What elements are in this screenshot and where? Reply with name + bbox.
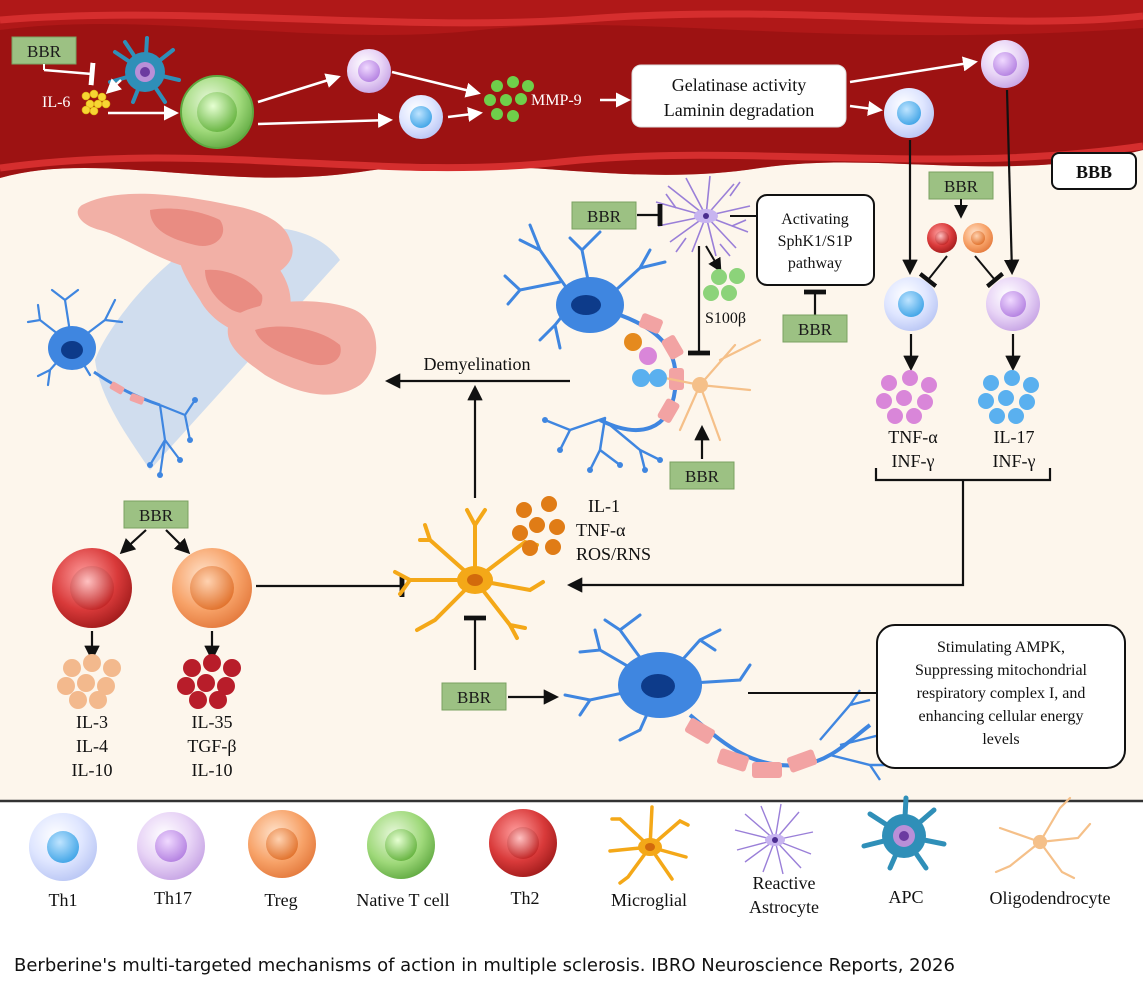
demyelination-label: Demyelination (424, 354, 531, 374)
apc-cell (108, 36, 181, 104)
treg-cell-icon (248, 810, 316, 878)
legend: Th1 Th17 Treg Native T cell Th2 Microgli… (29, 795, 1111, 917)
mmp9-label: MMP-9 (531, 92, 582, 109)
ampk-box: Stimulating AMPK, Suppressing mitochondr… (876, 624, 1126, 769)
th17-cell-right (986, 277, 1040, 331)
th1-cytokine-label: INF-γ (892, 451, 935, 471)
th17-cell-vessel (347, 49, 391, 93)
left-neuron-axon (93, 370, 198, 478)
reactive-astrocyte-icon (734, 803, 814, 875)
svg-text:Activating: Activating (781, 211, 849, 228)
th2-treg-pair (927, 223, 993, 253)
blood-vessel (0, 0, 1143, 179)
bbb-label-box: BBB (1051, 152, 1137, 190)
native-t-cell (180, 75, 254, 149)
bbr-badge: BBR (571, 201, 637, 230)
th2-cell (52, 548, 132, 628)
svg-text:levels: levels (982, 731, 1019, 748)
s100b-dots (703, 268, 745, 301)
gelatinase-box: Gelatinase activity Laminin degradation (631, 64, 847, 128)
myelinated-axon (599, 313, 684, 432)
svg-text:BBR: BBR (685, 467, 720, 486)
s100b-label: S100β (705, 310, 746, 327)
treg-cytokine-label: IL-10 (192, 760, 233, 780)
th17-cell-icon (137, 812, 205, 880)
th1-cytokine-dots (876, 370, 937, 424)
th2-cytokine-label: IL-3 (76, 712, 108, 732)
svg-text:enhancing cellular energy: enhancing cellular energy (919, 708, 1084, 725)
oligodendrocyte-icon (994, 796, 1092, 880)
legend-label: Native T cell (356, 890, 449, 910)
bbr-badge: BBR (928, 171, 994, 200)
microglia-icon (608, 805, 690, 885)
bbr-badge: BBR (669, 461, 735, 490)
svg-text:respiratory complex I, and: respiratory complex I, and (917, 685, 1086, 702)
oligodendrocyte (648, 338, 762, 442)
svg-text:Gelatinase activity: Gelatinase activity (672, 75, 806, 95)
bbr-badge: BBR (782, 314, 848, 343)
damaged-axon-zoom (77, 193, 377, 470)
svg-text:BBR: BBR (587, 207, 622, 226)
th1-cell-vessel-right (884, 88, 934, 138)
treg-cytokine-label: TGF-β (187, 736, 236, 756)
legend-label: Th1 (49, 890, 78, 910)
svg-text:Stimulating AMPK,: Stimulating AMPK, (937, 639, 1065, 656)
apc-icon (861, 795, 947, 871)
legend-label: Oligodendrocyte (990, 888, 1111, 908)
bbr-badge: BBR (441, 682, 507, 711)
mmp9-dots (484, 76, 534, 122)
svg-text:Laminin degradation: Laminin degradation (664, 100, 814, 120)
th2-cytokine-label: IL-10 (72, 760, 113, 780)
bbb-label: BBB (1076, 162, 1112, 182)
th2-cytokine-dots (57, 654, 121, 709)
il6-label: IL-6 (42, 94, 70, 111)
legend-label: Th17 (154, 888, 192, 908)
svg-text:pathway: pathway (788, 255, 842, 272)
sphk-box: Activating SphK1/S1P pathway (756, 194, 875, 286)
svg-text:SphK1/S1P: SphK1/S1P (778, 233, 853, 250)
bottom-neuron-axon (684, 689, 906, 781)
figure-caption: Berberine's multi-targeted mechanisms of… (14, 955, 955, 976)
th17-cytokine-label: IL-17 (994, 427, 1035, 447)
svg-text:BBR: BBR (27, 42, 62, 61)
legend-label: Treg (264, 890, 297, 910)
reactive-astrocyte (655, 175, 751, 257)
th1-cell-right (884, 277, 938, 331)
th1-cytokine-label: TNF-α (888, 427, 938, 447)
svg-text:BBR: BBR (798, 320, 833, 339)
th2-cytokine-label: IL-4 (76, 736, 108, 756)
legend-label: Microglial (611, 890, 687, 910)
th2-cell-icon (489, 809, 557, 877)
th17-cell-vessel-right (981, 40, 1029, 88)
th17-cytokine-dots (978, 370, 1039, 424)
th1-cell-vessel (399, 95, 443, 139)
microglia-cytokine-label: TNF-α (576, 520, 626, 540)
th1-cell-icon (29, 813, 97, 881)
il6-dots (81, 89, 111, 116)
svg-text:Suppressing mitochondrial: Suppressing mitochondrial (915, 662, 1088, 679)
treg-cytokine-label: IL-35 (192, 712, 233, 732)
svg-text:BBR: BBR (944, 177, 979, 196)
treg-cell (172, 548, 252, 628)
svg-text:BBR: BBR (139, 506, 174, 525)
legend-label: APC (888, 887, 923, 907)
svg-text:BBR: BBR (457, 688, 492, 707)
bbr-badge: BBR (123, 500, 189, 529)
central-neuron (503, 223, 667, 350)
microglia-cytokine-dots (512, 496, 565, 556)
microglia-cytokine-label: IL-1 (588, 496, 620, 516)
th17-cytokine-label: INF-γ (993, 451, 1036, 471)
bbr-badge: BBR (11, 36, 77, 65)
cell-cluster (624, 333, 667, 387)
treg-cytokine-dots (177, 654, 241, 709)
microglia-cytokine-label: ROS/RNS (576, 544, 651, 564)
bottom-neuron (563, 613, 752, 742)
legend-label: Th2 (511, 888, 540, 908)
native-t-cell-icon (367, 811, 435, 879)
